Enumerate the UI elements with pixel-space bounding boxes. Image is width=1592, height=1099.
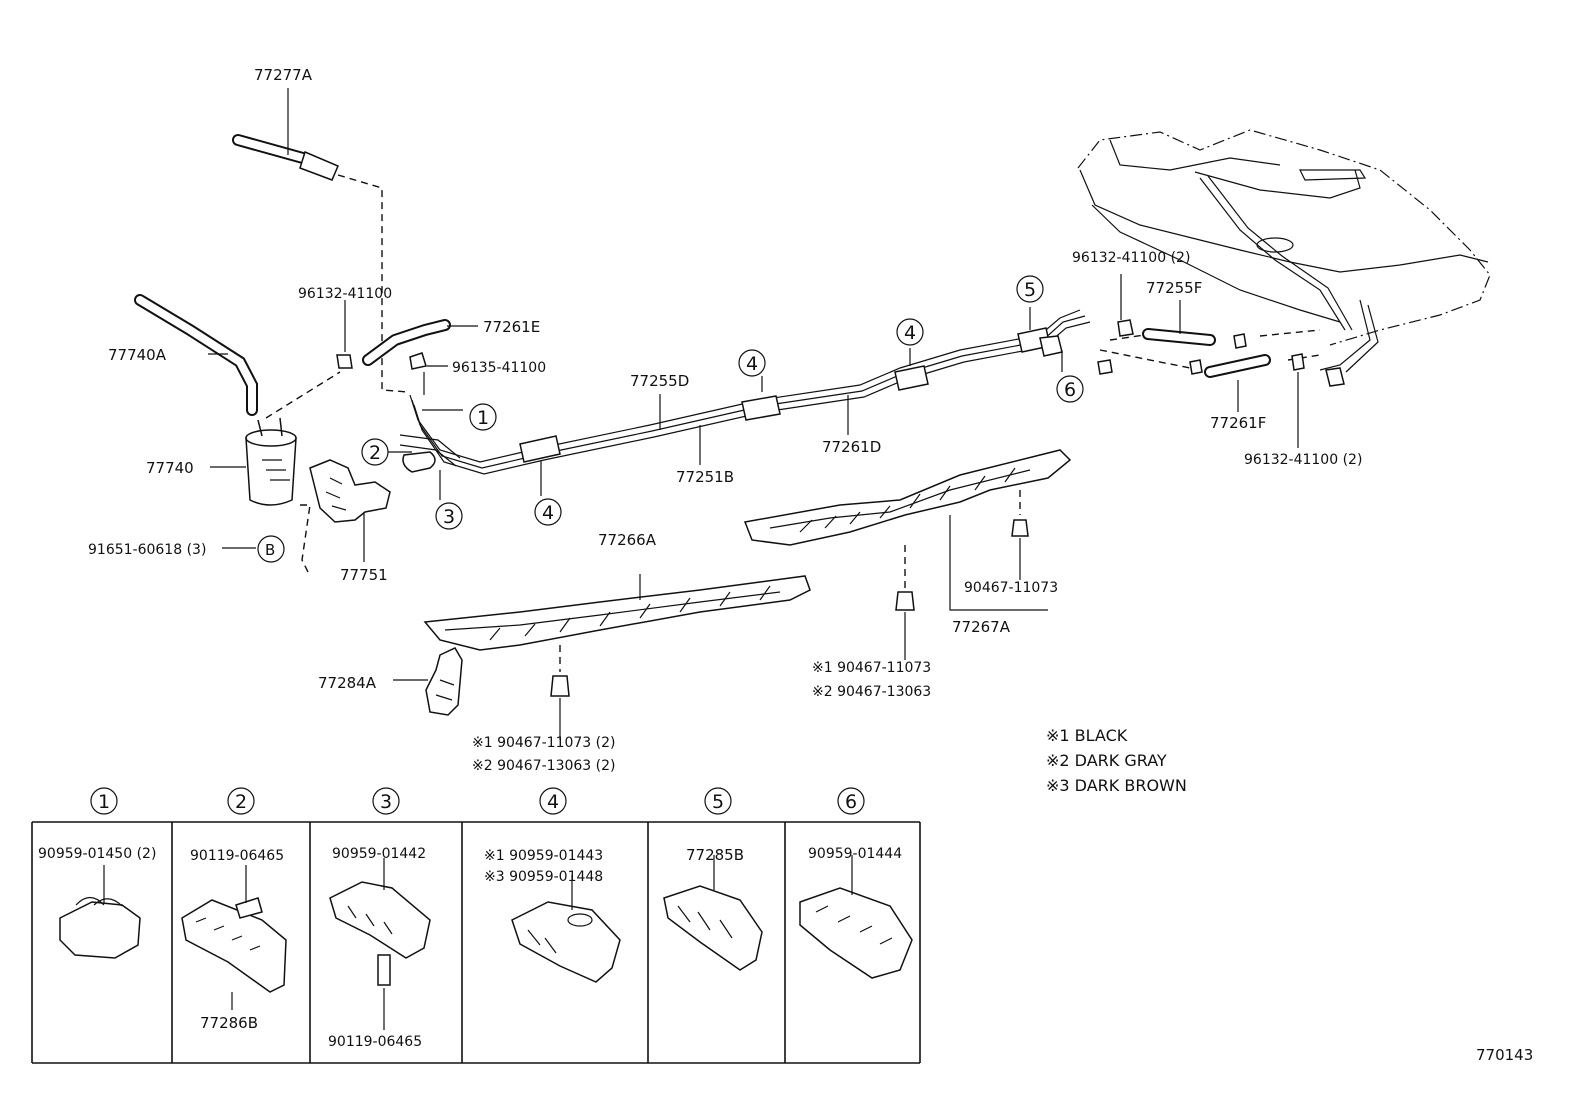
callout-3: 3	[443, 506, 455, 528]
box-6-part: 90959-01444	[808, 846, 902, 862]
canister-assembly	[134, 294, 341, 573]
label-77266A: 77266A	[598, 531, 657, 549]
box-6-number: 6	[845, 791, 857, 813]
callout-4b: 4	[746, 353, 758, 375]
clamp-detail-boxes	[31, 787, 921, 1064]
label-77255F: 77255F	[1146, 279, 1202, 297]
box-4-part-3: ※3 90959-01448	[484, 869, 603, 885]
fuel-line-bundle	[388, 307, 1091, 500]
main-callouts	[361, 275, 1084, 530]
label-91651-60618: 91651-60618 (3)	[88, 542, 206, 558]
label-77751: 77751	[340, 566, 388, 584]
callout-4c: 4	[904, 322, 916, 344]
protector-77267A	[743, 449, 1072, 660]
tank-hoses	[1097, 274, 1345, 448]
bracket-77751	[309, 459, 391, 562]
bracket-77284A	[393, 647, 463, 716]
box-1-number: 1	[98, 791, 110, 813]
label-96135-41100: 96135-41100	[452, 360, 546, 376]
box-1-part: 90959-01450 (2)	[38, 846, 156, 862]
box-2-number: 2	[235, 791, 247, 813]
callout-4a: 4	[542, 502, 554, 524]
legend-black: ※1 BLACK	[1046, 726, 1128, 745]
vent-tube-77277A	[232, 88, 409, 393]
note-a2: ※2 90467-13063	[812, 684, 931, 700]
note-a1: ※1 90467-11073	[812, 660, 931, 676]
label-77740A: 77740A	[108, 346, 167, 364]
box-4-number: 4	[547, 791, 559, 813]
label-77261E: 77261E	[483, 318, 540, 336]
legend-dark-brown: ※3 DARK BROWN	[1046, 776, 1187, 795]
callout-2: 2	[369, 442, 381, 464]
note-b2: ※2 90467-13063 (2)	[472, 758, 616, 774]
label-77267A: 77267A	[952, 618, 1011, 636]
label-77255D: 77255D	[630, 372, 689, 390]
legend-dark-gray: ※2 DARK GRAY	[1046, 751, 1167, 770]
box-5-number: 5	[712, 791, 724, 813]
callout-B-label: B	[265, 541, 275, 559]
box-3-bottom: 90119-06465	[328, 1034, 422, 1050]
diagram-code: 770143	[1476, 1046, 1533, 1064]
callout-1: 1	[477, 407, 489, 429]
box-labels: 1 2 3 4 5 6 90959-01450 (2) 90119-06465 …	[38, 791, 902, 1050]
label-77251B: 77251B	[676, 468, 734, 486]
callout-5: 5	[1024, 279, 1036, 301]
box-4-part-1: ※1 90959-01443	[484, 848, 603, 864]
label-77277A: 77277A	[254, 66, 313, 84]
box-3-number: 3	[380, 791, 392, 813]
box-2-part: 90119-06465	[190, 848, 284, 864]
label-77284A: 77284A	[318, 674, 377, 692]
label-77261D: 77261D	[822, 438, 881, 456]
part-labels: 77277A 96132-41100 77261E 96135-41100 77…	[88, 66, 1533, 1064]
fuel-tank-drawing	[1077, 129, 1491, 373]
label-96132-41100-c: 96132-41100 (2)	[1244, 452, 1362, 468]
box-2-bottom: 77286B	[200, 1014, 258, 1032]
main-callout-numbers: 1 2 3 4 4 4 5 6	[369, 279, 1076, 528]
label-90467-11073: 90467-11073	[964, 580, 1058, 596]
note-b1: ※1 90467-11073 (2)	[472, 735, 616, 751]
label-96132-41100-b: 96132-41100 (2)	[1072, 250, 1190, 266]
box-3-part: 90959-01442	[332, 846, 426, 862]
protector-77266A	[423, 574, 811, 740]
label-77261F: 77261F	[1210, 414, 1266, 432]
label-96132-41100-a: 96132-41100	[298, 286, 392, 302]
hose-77261E	[336, 300, 478, 370]
label-77740: 77740	[146, 459, 194, 477]
box-5-part: 77285B	[686, 846, 744, 864]
callout-6: 6	[1064, 379, 1076, 401]
